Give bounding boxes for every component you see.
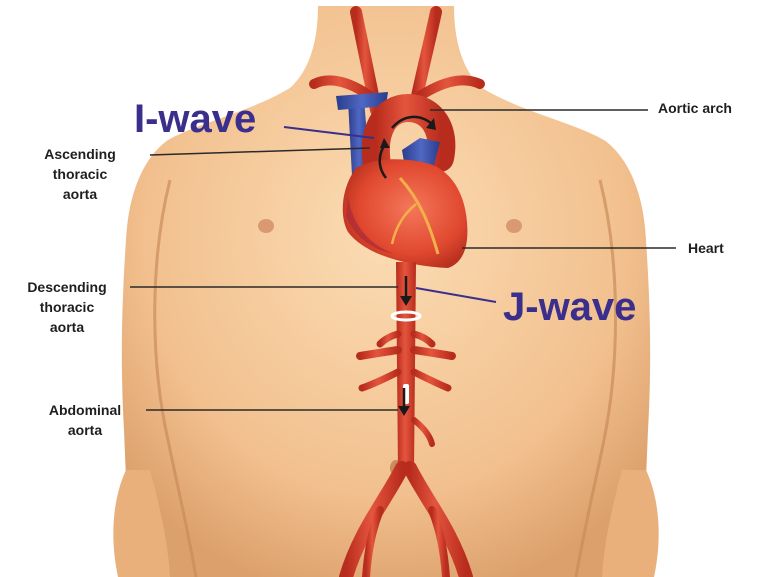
ascending-line-1: Ascending xyxy=(14,144,146,164)
abdominal-line-1: Abdominal xyxy=(26,400,144,420)
ascending-line-3: aorta xyxy=(14,184,146,204)
ascending-line-2: thoracic xyxy=(14,164,146,184)
ascending-thoracic-aorta-label: Ascending thoracic aorta xyxy=(14,144,146,204)
descending-line-3: aorta xyxy=(4,317,130,337)
i-wave-label: I-wave xyxy=(134,96,256,142)
heart-label: Heart xyxy=(688,238,724,258)
abdominal-line-2: aorta xyxy=(26,420,144,440)
aortic-arch-label: Aortic arch xyxy=(658,98,732,118)
right-nipple xyxy=(506,219,522,233)
j-wave-label: J-wave xyxy=(503,284,636,330)
descending-line-1: Descending xyxy=(4,277,130,297)
descending-thoracic-aorta-label: Descending thoracic aorta xyxy=(4,277,130,337)
abdominal-aorta-label: Abdominal aorta xyxy=(26,400,144,440)
left-nipple xyxy=(258,219,274,233)
descending-line-2: thoracic xyxy=(4,297,130,317)
